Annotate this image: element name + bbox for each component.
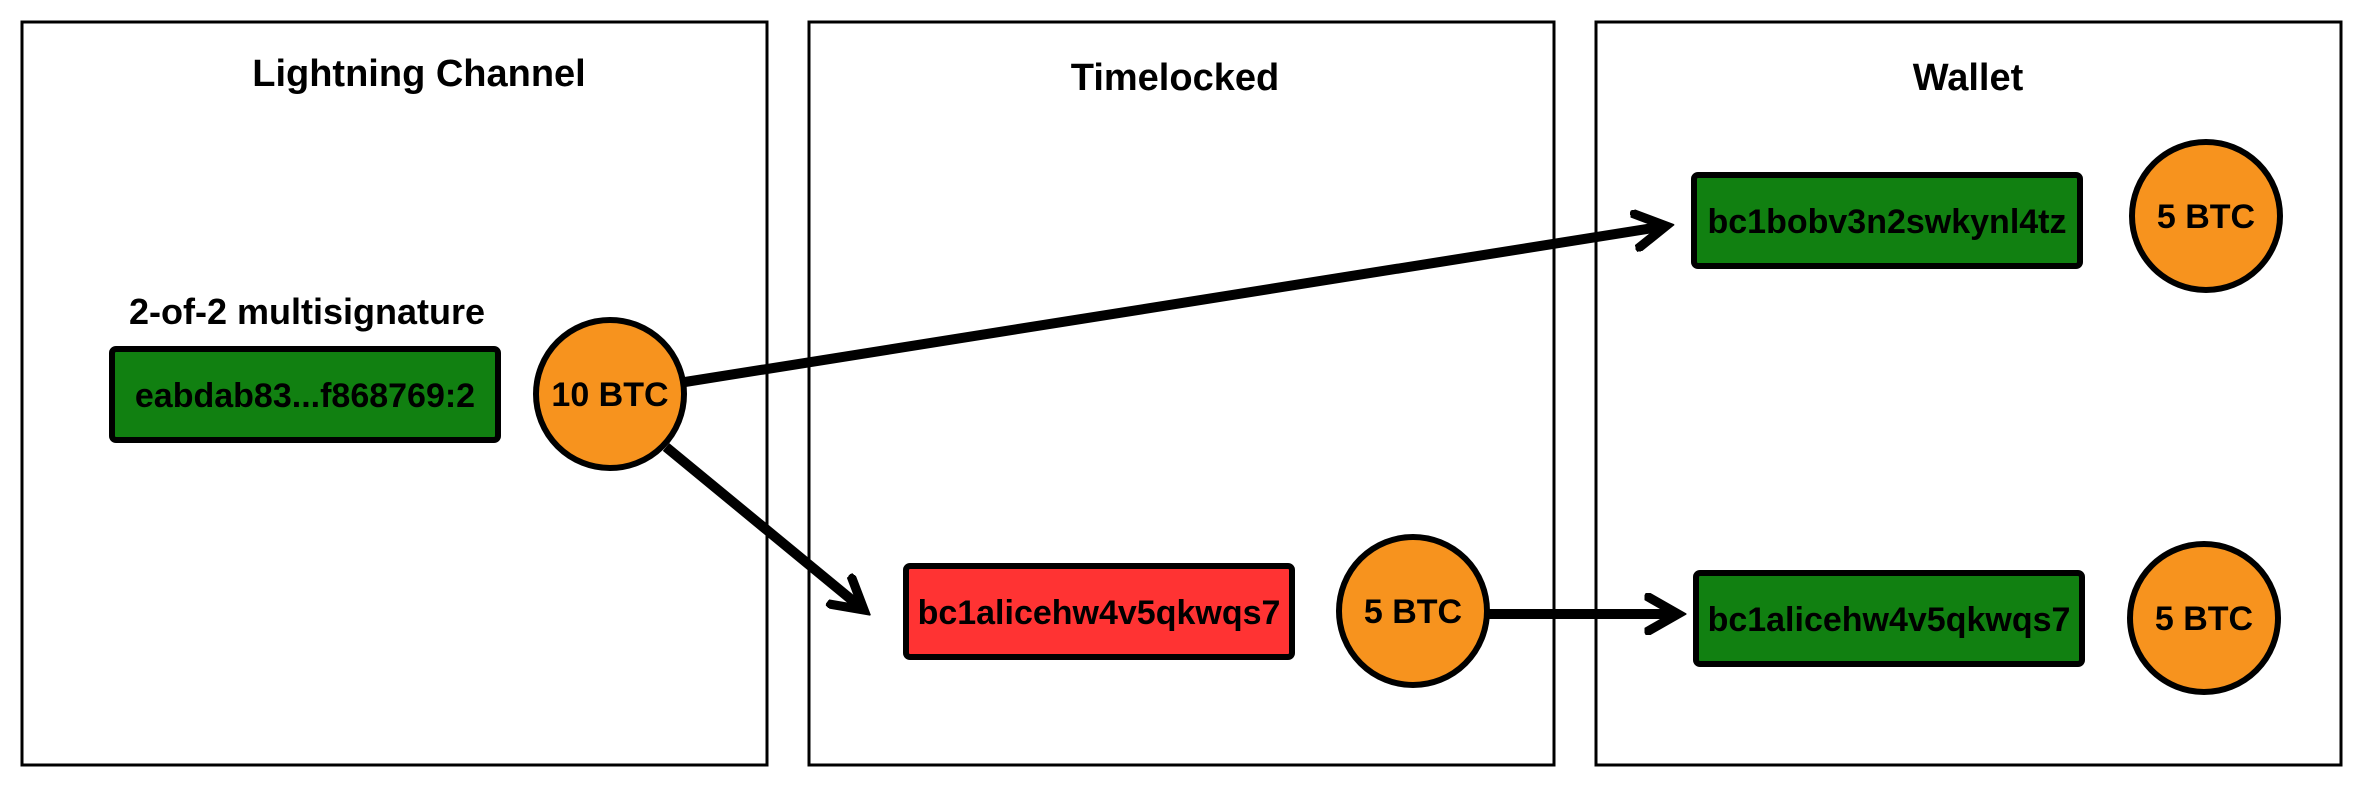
multisig-amount-coin: 10 BTC <box>533 317 687 471</box>
timelocked-address: bc1alicehw4v5qkwqs7 <box>918 594 1281 632</box>
wallet-bob-address: bc1bobv3n2swkynl4tz <box>1707 203 2066 241</box>
wallet-alice-output: bc1alicehw4v5qkwqs7 <box>1693 570 2085 667</box>
wallet-bob-amount-coin: 5 BTC <box>2129 139 2283 293</box>
timelocked-amount-coin: 5 BTC <box>1336 534 1490 688</box>
panel-title-timelocked: Timelocked <box>1071 57 1279 99</box>
wallet-alice-amount: 5 BTC <box>2155 600 2253 638</box>
multisig-caption: 2-of-2 multisignature <box>129 291 485 332</box>
arrow-to-bob-wallet <box>684 226 1666 387</box>
wallet-alice-amount-coin: 5 BTC <box>2127 541 2281 695</box>
timelocked-amount: 5 BTC <box>1364 593 1462 631</box>
wallet-bob-output: bc1bobv3n2swkynl4tz <box>1691 172 2083 269</box>
panel-title-wallet: Wallet <box>1913 57 2024 99</box>
panel-title-lightning: Lightning Channel <box>252 53 586 95</box>
arrow-to-timelocked <box>662 443 864 610</box>
multisig-address: eabdab83...f868769:2 <box>135 377 475 415</box>
multisig-output: eabdab83...f868769:2 <box>109 346 501 443</box>
multisig-amount: 10 BTC <box>551 376 668 414</box>
wallet-alice-address: bc1alicehw4v5qkwqs7 <box>1708 601 2071 639</box>
timelocked-output: bc1alicehw4v5qkwqs7 <box>903 563 1295 660</box>
wallet-bob-amount: 5 BTC <box>2157 198 2255 236</box>
